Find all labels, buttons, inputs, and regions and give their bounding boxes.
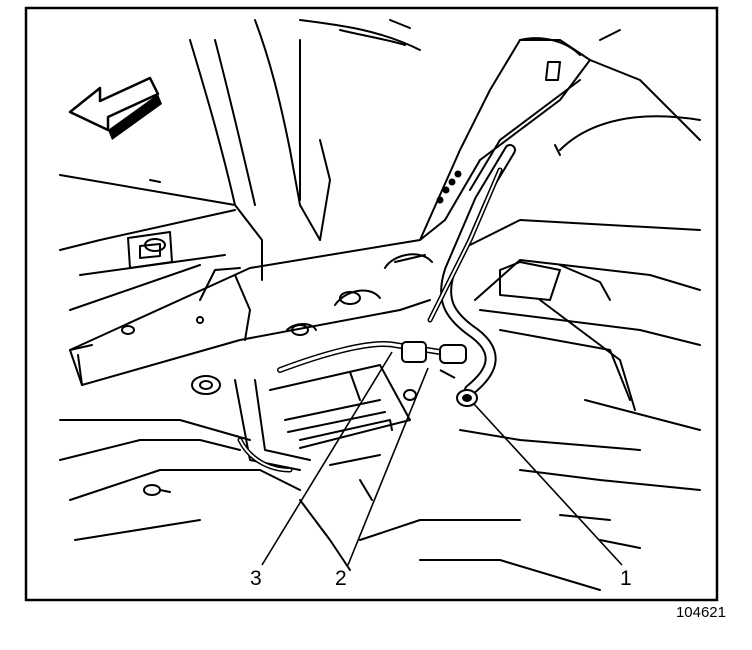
- callout-label-3: 3: [250, 567, 262, 590]
- fuel-lines: [237, 144, 516, 473]
- callout-leaders: [261, 351, 623, 566]
- figure-id-number: 104621: [675, 604, 726, 621]
- callout-label-2: 2: [335, 567, 347, 590]
- line-connectors: [401, 341, 478, 407]
- illustration-frame: [24, 6, 719, 602]
- callout-label-1: 1: [620, 567, 632, 590]
- vehicle-underbody-drawing: [59, 19, 701, 591]
- front-direction-arrow-icon: [68, 76, 162, 140]
